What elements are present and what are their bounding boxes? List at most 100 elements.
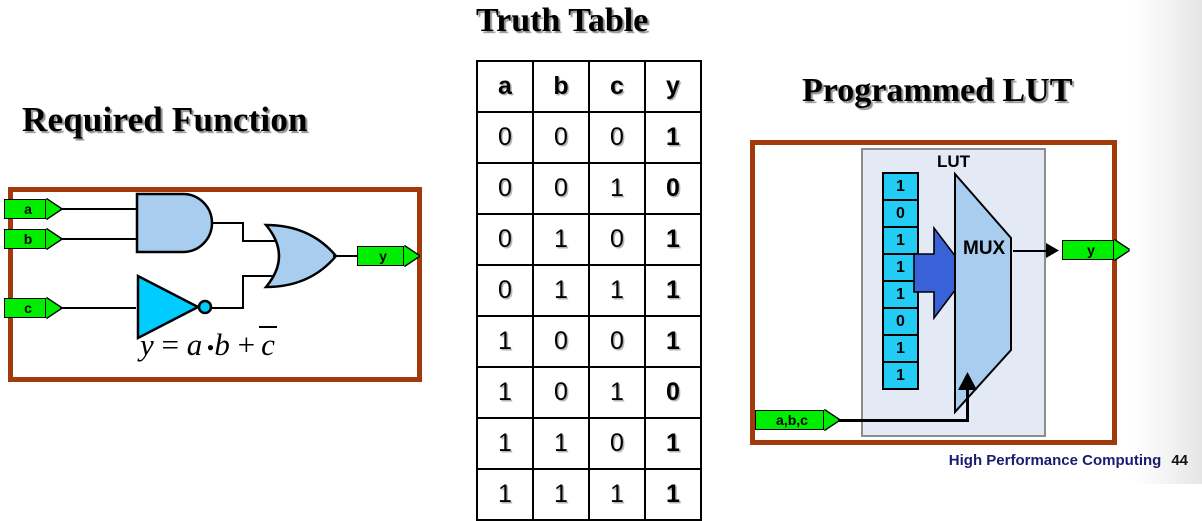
wire-mux-to-y [1013,250,1051,252]
lut-memory-cell[interactable]: 0 [882,307,919,336]
wire-b-to-and [60,238,136,240]
cell-a: 0 [476,111,534,164]
cell-a: 0 [476,213,534,266]
cell-b: 1 [532,213,590,266]
lut-block-label: LUT [936,152,971,171]
mux-shape [953,171,1019,415]
lut-memory-cell[interactable]: 1 [882,361,919,390]
pin-body [1062,240,1114,260]
truth-table: a b c y 0 0 0 1 0 0 1 0 0 1 0 1 0 1 1 1 [476,60,702,521]
cell-y: 1 [644,468,702,521]
table-header-row: a b c y [476,60,702,113]
equation-dot-operator: • [206,335,215,360]
equation-lhs: y [140,327,154,362]
page-title-truth-table: Truth Table [476,2,649,39]
cell-y: 1 [644,315,702,368]
table-row: 0 0 0 1 [476,111,702,164]
lut-memory-cell-list: 1 0 1 1 1 0 1 1 [882,172,919,390]
cell-a: 1 [476,417,534,470]
select-input-pin-abc[interactable]: a,b,c [755,410,839,430]
column-header-b: b [532,60,590,113]
wire-not-out-rise [242,276,244,309]
cell-a: 1 [476,315,534,368]
equation-term-b: b [214,327,230,362]
wire-abc-select [838,419,969,422]
input-pin-c[interactable]: c [4,298,61,318]
lut-memory-cell[interactable]: 1 [882,334,919,363]
output-pin-y-label: y [379,248,387,264]
input-pin-b-label: b [23,231,33,247]
pin-body [4,298,46,318]
cell-b: 1 [532,417,590,470]
select-arrowhead-icon [958,372,977,390]
cell-b: 0 [532,366,590,419]
pin-arrow-icon [404,246,419,266]
wire-select-rise [966,388,969,422]
wire-and-out-drop [242,222,244,242]
output-pin-y[interactable]: y [357,246,419,266]
cell-y: 0 [644,162,702,215]
column-header-y: y [644,60,702,113]
cell-y: 1 [644,213,702,266]
column-header-a: a [476,60,534,113]
input-pin-a-label: a [24,201,32,217]
pin-body [4,199,46,219]
output-pin-y[interactable]: y [1062,240,1130,260]
page-title-required-function: Required Function [22,100,308,139]
pin-arrow-icon [824,410,839,430]
pin-arrow-icon [1114,240,1129,260]
pin-body [755,410,824,430]
equation: y = a •b +c [140,326,277,363]
not-gate [135,273,219,341]
wire-a-to-and [60,208,136,210]
wire-and-to-or [242,240,284,242]
cell-c: 1 [588,162,646,215]
cell-a: 0 [476,264,534,317]
cell-c: 1 [588,366,646,419]
data-flow-arrow-icon [913,225,970,321]
pin-body [357,246,404,266]
input-pin-b[interactable]: b [4,229,61,249]
equation-term-c-negated: c [261,327,275,362]
input-pin-a[interactable]: a [4,199,61,219]
wire-not-to-or [242,275,284,277]
table-row: 1 1 0 1 [476,417,702,470]
lut-memory-cell[interactable]: 0 [882,199,919,228]
pin-arrow-icon [46,229,61,249]
column-header-c: c [588,60,646,113]
table-row: 0 0 1 0 [476,162,702,215]
output-pin-y-label: y [1087,242,1095,258]
cell-c: 0 [588,111,646,164]
cell-b: 0 [532,111,590,164]
cell-a: 1 [476,468,534,521]
cell-b: 0 [532,162,590,215]
wire-or-to-y [333,255,359,257]
equation-plus-operator: + [237,327,256,362]
or-gate [258,222,348,290]
equation-term-a: a [186,327,203,362]
equation-equals: = [161,327,179,362]
wire-arrowhead-icon [1046,243,1060,258]
wire-c-to-not [60,307,136,309]
lut-memory-cell[interactable]: 1 [882,280,919,309]
cell-b: 0 [532,315,590,368]
wire-not-out-a [210,307,244,309]
cell-c: 0 [588,213,646,266]
select-input-pin-label: a,b,c [776,412,808,428]
pin-body [4,229,46,249]
cell-c: 0 [588,417,646,470]
cell-b: 1 [532,468,590,521]
lut-memory-cell[interactable]: 1 [882,172,919,201]
table-row: 1 1 1 1 [476,468,702,521]
page-title-programmed-lut: Programmed LUT [802,72,1073,109]
slide-edge-shading [1132,0,1202,484]
cell-y: 1 [644,264,702,317]
pin-arrow-icon [46,298,61,318]
cell-c: 1 [588,468,646,521]
cell-y: 1 [644,417,702,470]
pin-arrow-icon [46,199,61,219]
and-gate [135,192,219,254]
cell-c: 1 [588,264,646,317]
table-row: 0 1 1 1 [476,264,702,317]
